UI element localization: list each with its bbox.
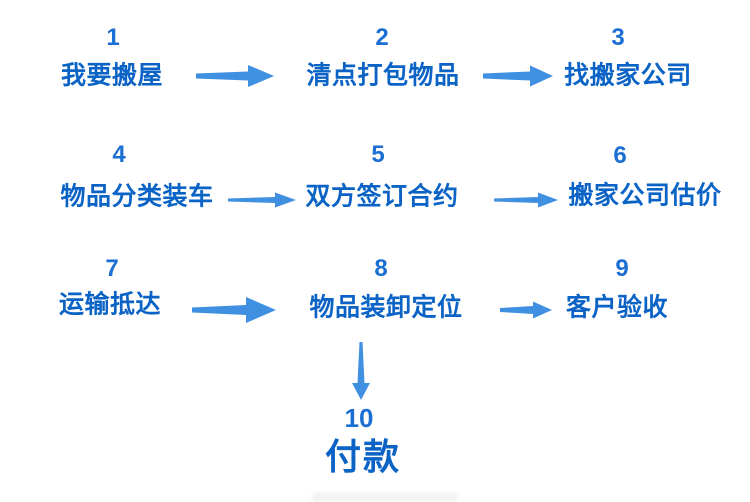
right-arrow-icon bbox=[494, 192, 558, 208]
right-arrow-icon bbox=[192, 297, 276, 323]
right-arrow-icon bbox=[500, 301, 552, 319]
step-9-label: 客户验收 bbox=[565, 293, 669, 322]
step-10-number: 10 bbox=[344, 403, 374, 433]
step-7-label: 运输抵达 bbox=[58, 290, 162, 319]
step-5-number: 5 bbox=[371, 141, 385, 168]
step-6-label: 搬家公司估价 bbox=[568, 181, 722, 210]
step-3-number: 3 bbox=[611, 24, 625, 51]
step-10-label: 付款 bbox=[324, 436, 402, 477]
step-4-number: 4 bbox=[112, 141, 126, 168]
step-4-label: 物品分类装车 bbox=[60, 182, 214, 211]
step-8-label: 物品装卸定位 bbox=[309, 293, 463, 322]
step-2-number: 2 bbox=[375, 24, 389, 51]
step-2-label: 清点打包物品 bbox=[306, 61, 460, 90]
step-6-number: 6 bbox=[613, 142, 627, 169]
step-1-label: 我要搬屋 bbox=[60, 61, 164, 90]
right-arrow-icon bbox=[228, 192, 296, 208]
step-7-number: 7 bbox=[105, 255, 119, 282]
step-3-label: 找搬家公司 bbox=[564, 61, 692, 90]
step-5-label: 双方签订合约 bbox=[305, 182, 459, 211]
right-arrow-icon bbox=[196, 65, 274, 87]
down-arrow-icon bbox=[352, 342, 370, 400]
step-8-number: 8 bbox=[374, 255, 388, 282]
right-arrow-icon bbox=[483, 65, 553, 87]
watermark-remnant bbox=[312, 493, 458, 502]
step-1-number: 1 bbox=[106, 24, 120, 51]
step-9-number: 9 bbox=[615, 255, 629, 282]
